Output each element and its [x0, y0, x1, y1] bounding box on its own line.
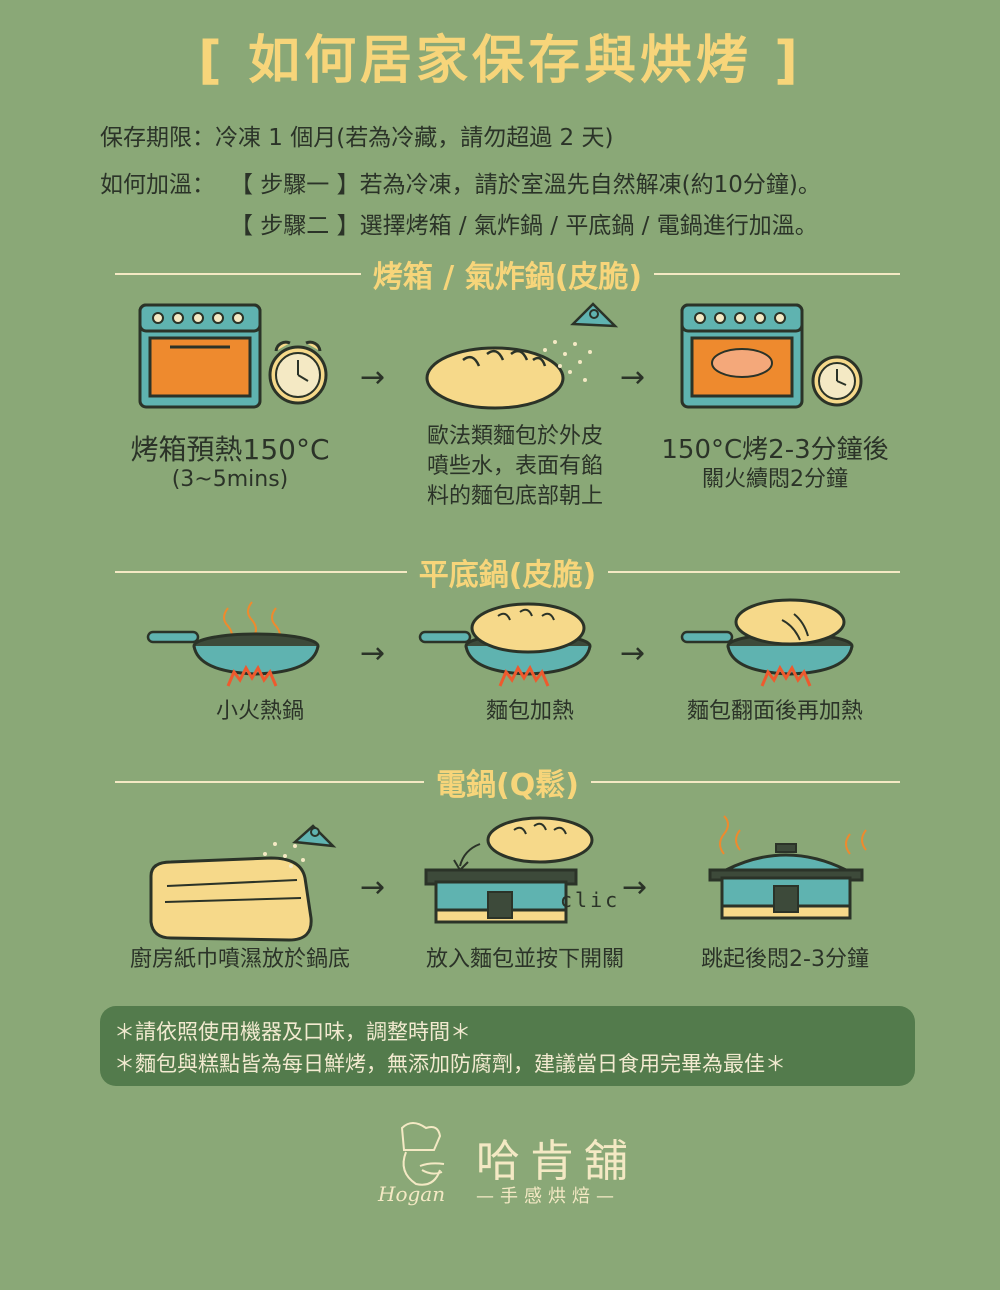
- brand-name: 哈肯舖: [476, 1136, 638, 1187]
- note-freshness: ＊麵包與糕點皆為每日鮮烤，無添加防腐劑，建議當日食用完畢為最佳＊: [114, 1052, 786, 1076]
- cooker-done-icon: [708, 815, 867, 920]
- caption-heat-bread: 麵包加熱: [485, 699, 574, 724]
- note-adjust-time: ＊請依照使用機器及口味，調整時間＊: [114, 1020, 471, 1044]
- section-pan-title: 平底鍋(皮脆): [406, 558, 609, 593]
- caption-rest: 跳起後悶2-3分鐘: [701, 947, 869, 972]
- arrow-icon: →: [360, 360, 386, 395]
- chef-logo-icon: [400, 1122, 445, 1186]
- caption-spray-2: 噴些水，表面有餡: [426, 454, 603, 479]
- arrow-icon: →: [622, 870, 648, 905]
- page-title: [ 如何居家保存與烘烤 ]: [198, 31, 802, 91]
- towel-spray-icon: [149, 824, 337, 942]
- caption-spray-3: 料的麵包底部朝上: [426, 484, 603, 509]
- section-cooker-title: 電鍋(Q鬆): [424, 768, 591, 803]
- arrow-icon: →: [620, 360, 646, 395]
- arrow-icon: →: [360, 870, 386, 905]
- brand-signature: Hogan: [378, 1182, 446, 1206]
- caption-oven-preheat-time: (3~5mins): [171, 467, 289, 492]
- pan-heat-icon: [146, 601, 320, 687]
- step-one: 【 步驟一 】若為冷凍，請於室溫先自然解凍(約10分鐘)。: [230, 172, 821, 198]
- bread-spray-icon: [425, 302, 619, 410]
- caption-bake-rest: 關火續悶2分鐘: [702, 467, 848, 492]
- pan-bread-icon: [418, 602, 592, 687]
- arrow-icon: →: [360, 636, 386, 671]
- storage-period: 保存期限：冷凍 1 個月(若為冷藏，請勿超過 2 天): [100, 125, 614, 151]
- section-oven-title: 烤箱 / 氣炸鍋(皮脆): [360, 260, 655, 295]
- cooker-load-icon: [424, 816, 594, 924]
- section-cooker-header: 電鍋(Q鬆): [115, 760, 900, 804]
- brand-tagline: —手感烘焙—: [476, 1186, 620, 1207]
- pan-flip-icon: [680, 598, 854, 687]
- caption-press-switch: 放入麵包並按下開關: [425, 947, 624, 972]
- caption-spray-1: 歐法類麵包於外皮: [426, 424, 603, 449]
- caption-preheat-pan: 小火熱鍋: [215, 699, 304, 724]
- heating-label: 如何加溫：: [100, 172, 215, 198]
- notes-box: ＊請依照使用機器及口味，調整時間＊ ＊麵包與糕點皆為每日鮮烤，無添加防腐劑，建議…: [100, 1006, 915, 1086]
- section-oven-header: 烤箱 / 氣炸鍋(皮脆): [115, 252, 900, 296]
- section-pan-header: 平底鍋(皮脆): [115, 550, 900, 594]
- caption-wet-towel: 廚房紙巾噴濕放於鍋底: [129, 947, 350, 972]
- oven-bake-icon: [680, 303, 863, 409]
- step-two: 【 步驟二 】選擇烤箱 / 氣炸鍋 / 平底鍋 / 電鍋進行加溫。: [230, 213, 818, 239]
- oven-preheat-icon: [138, 303, 328, 409]
- clic-label: clic: [560, 888, 621, 912]
- caption-bake: 150°C烤2-3分鐘後: [661, 435, 889, 465]
- arrow-icon: →: [620, 636, 646, 671]
- caption-oven-preheat: 烤箱預熱150°C: [130, 433, 330, 466]
- caption-flip-bread: 麵包翻面後再加熱: [686, 699, 863, 724]
